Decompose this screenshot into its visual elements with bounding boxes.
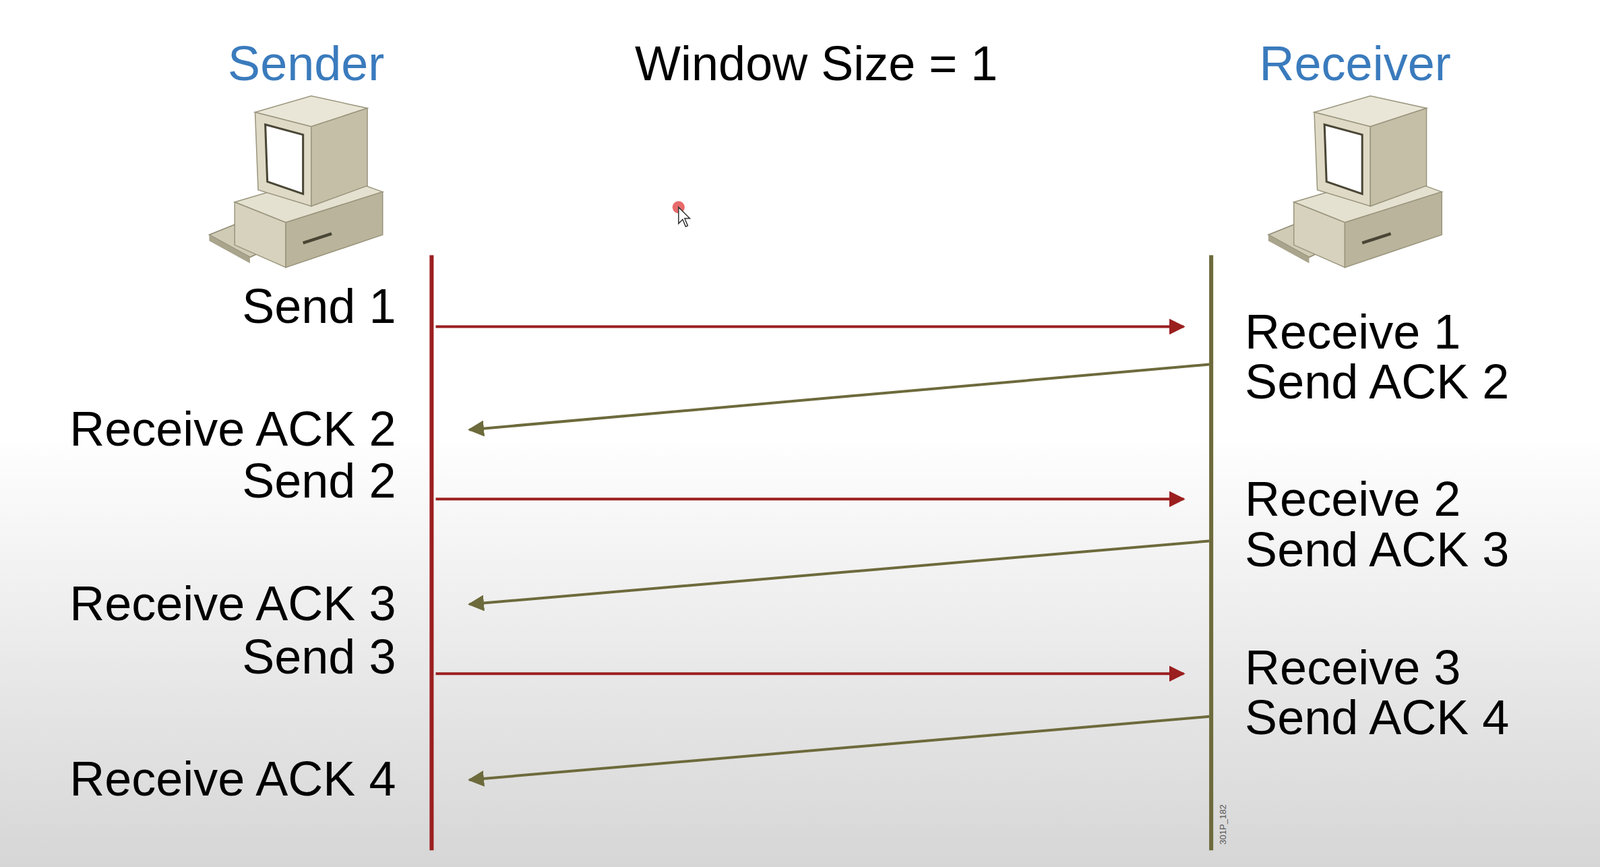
receiver-step: Receive 1 xyxy=(1244,303,1461,360)
title-holder: Window Size = 1 xyxy=(634,35,998,91)
label-holder: Receive 2 xyxy=(1244,471,1461,528)
message-arrow xyxy=(435,324,1184,328)
sender-step: Send 2 xyxy=(241,452,396,509)
sender-step: Receive ACK 3 xyxy=(69,574,396,631)
label-holder: Send 2 xyxy=(241,452,396,509)
label-holder: Receive 3 xyxy=(1244,639,1461,696)
diagram-title: Window Size = 1 xyxy=(634,35,998,91)
label-holder: Receive 1 xyxy=(1244,303,1461,360)
receiver-step: Send ACK 4 xyxy=(1244,689,1510,746)
figure-code: 301P_182 xyxy=(1218,804,1229,845)
receiver-step: Receive 3 xyxy=(1244,639,1461,696)
label-holder: Receive ACK 3 xyxy=(69,574,396,631)
cursor-pointer xyxy=(678,206,691,227)
label-holder: Send ACK 2 xyxy=(1244,353,1510,410)
label-holder: Send ACK 4 xyxy=(1244,689,1510,746)
sender-step: Receive ACK 2 xyxy=(69,400,396,457)
host-name: Receiver xyxy=(1259,35,1452,91)
label-holder: Sender xyxy=(227,35,385,91)
message-arrow xyxy=(435,497,1184,501)
label-holder: Receive ACK 2 xyxy=(69,400,396,457)
label-holder: Send 3 xyxy=(241,628,396,685)
host-name: Sender xyxy=(227,35,385,91)
receiver-step: Send ACK 2 xyxy=(1244,353,1510,410)
label-holder: Receiver xyxy=(1259,35,1452,91)
label-holder: Send ACK 3 xyxy=(1244,520,1510,577)
sender-step: Receive ACK 4 xyxy=(69,750,396,807)
message-arrow xyxy=(469,716,1210,780)
sender-step: Send 3 xyxy=(241,628,396,685)
label-holder: Receive ACK 4 xyxy=(69,750,396,807)
sender-step: Send 1 xyxy=(241,278,396,335)
receiver-step: Receive 2 xyxy=(1244,471,1461,528)
message-arrow xyxy=(469,540,1210,604)
message-arrow xyxy=(469,364,1210,430)
receiver-timeline xyxy=(1209,255,1214,851)
sender-timeline xyxy=(429,255,434,851)
label-holder: 301P_182 xyxy=(1218,804,1229,845)
message-arrow xyxy=(435,671,1184,675)
receiver-step: Send ACK 3 xyxy=(1244,520,1510,577)
label-holder: Send 1 xyxy=(241,278,396,335)
